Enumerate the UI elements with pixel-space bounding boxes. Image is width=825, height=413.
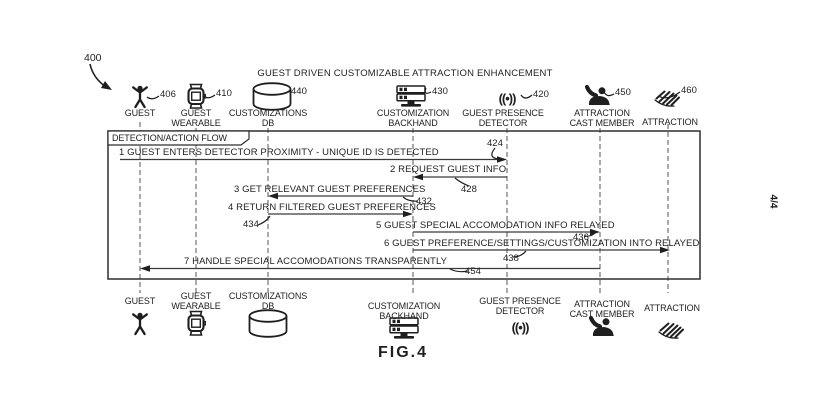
- ref-454: 454: [465, 266, 481, 277]
- figure-ref-number: 400: [84, 52, 102, 64]
- person-icon-top: [132, 84, 148, 109]
- waving-person-icon-bottom: [591, 318, 614, 336]
- smartwatch-icon-top: [187, 83, 207, 110]
- actor-label-guest-top: GUEST: [124, 108, 156, 118]
- actor-label-attraction-top: ATTRACTION: [642, 117, 698, 127]
- server-icon-top: [396, 85, 426, 108]
- ref-432: 432: [416, 196, 432, 207]
- signal-icon-bottom: ((•)): [511, 320, 530, 335]
- actor-label-guest-bottom: GUEST: [124, 296, 156, 306]
- ref-460: 460: [681, 85, 697, 96]
- message-6: 6 GUEST PREFERENCE/SETTINGS/CUSTOMIZATIO…: [384, 238, 700, 249]
- feather-icon-bottom: [658, 322, 684, 340]
- person-icon-bottom: [132, 311, 148, 336]
- signal-icon-top: ((•)): [498, 91, 517, 106]
- ref-430: 430: [432, 86, 448, 97]
- ref-434: 434: [243, 219, 259, 230]
- message-3: 3 GET RELEVANT GUEST PREFERENCES: [234, 184, 426, 195]
- ref-410: 410: [216, 88, 232, 99]
- lifelines: [139, 122, 669, 293]
- message-4: 4 RETURN FILTERED GUEST PREFERENCES: [228, 202, 436, 213]
- figure-caption: FIG.4: [377, 344, 428, 361]
- ref-450: 450: [615, 87, 631, 98]
- diagram-title: GUEST DRIVEN CUSTOMIZABLE ATTRACTION ENH…: [257, 68, 553, 79]
- feather-icon-top: [654, 90, 680, 108]
- smartwatch-icon-bottom: [187, 310, 207, 337]
- ref-436: 436: [573, 232, 589, 243]
- sequence-frame: [107, 130, 701, 280]
- figure-ref-arrow: [89, 63, 112, 90]
- ref-420: 420: [533, 89, 549, 100]
- ref-424: 424: [487, 138, 503, 149]
- message-lines: [120, 158, 662, 270]
- ref-438: 438: [503, 253, 519, 264]
- frame-label: DETECTION/ACTION FLOW: [112, 133, 227, 143]
- database-icon-top: [252, 82, 292, 111]
- frame-label-pentagon: [107, 130, 250, 146]
- message-7: 7 HANDLE SPECIAL ACCOMODATIONS TRANSPARE…: [184, 256, 448, 267]
- message-2: 2 REQUEST GUEST INFO: [390, 164, 507, 175]
- actor-label-attraction-bottom: ATTRACTION: [644, 303, 700, 313]
- database-icon-bottom: [248, 309, 288, 338]
- waving-person-icon-top: [587, 87, 610, 105]
- message-1: 1 GUEST ENTERS DETECTOR PROXIMITY - UNIQ…: [119, 147, 439, 158]
- message-arrowheads: [140, 156, 670, 272]
- ref-440: 440: [291, 86, 307, 97]
- ref-428: 428: [461, 184, 477, 195]
- sheet-number: 4/4: [767, 194, 779, 209]
- server-icon-bottom: [389, 317, 419, 340]
- message-5: 5 GUEST SPECIAL ACCOMODATION INFO RELAYE…: [376, 220, 615, 231]
- ref-406: 406: [160, 89, 176, 100]
